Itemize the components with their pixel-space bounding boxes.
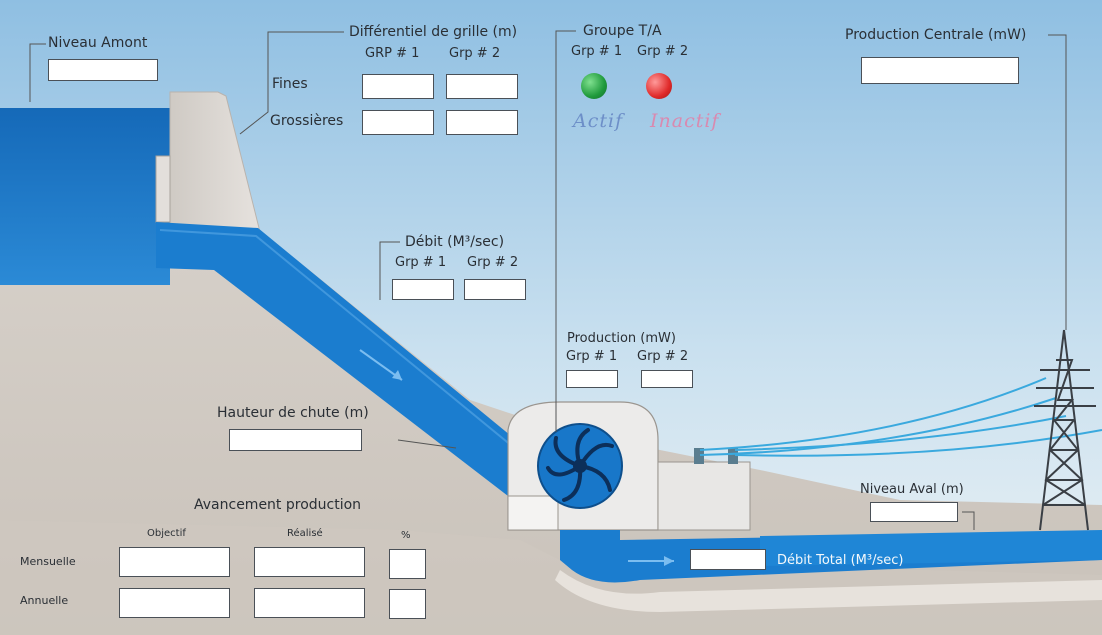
mensuelle-realise-field[interactable] — [254, 547, 365, 577]
grille-col-grp2: Grp # 2 — [449, 46, 501, 61]
debit-title: Débit (M³/sec) — [405, 234, 505, 250]
mensuelle-objectif-field[interactable] — [119, 547, 230, 577]
debit-total-label: Débit Total (M³/sec) — [777, 553, 904, 568]
downstream-river — [760, 530, 1102, 566]
grp1-status-indicator-green — [581, 73, 607, 99]
debit-col-grp2: Grp # 2 — [467, 255, 519, 270]
mensuelle-percent-field[interactable] — [389, 549, 426, 579]
production-grp2-field[interactable] — [641, 370, 693, 388]
leader-grille — [239, 31, 344, 135]
penstock-highlight — [159, 229, 513, 447]
production-centrale-field[interactable] — [861, 57, 1019, 84]
debit-grp2-field[interactable] — [464, 279, 526, 300]
leader-hauteur — [397, 439, 457, 449]
niveau-aval-label: Niveau Aval (m) — [860, 482, 964, 497]
grp2-status-indicator-red — [646, 73, 672, 99]
annuelle-objectif-field[interactable] — [119, 588, 230, 618]
river-bank — [555, 570, 1102, 612]
upstream-lake — [0, 108, 170, 285]
grp1-status-text: Actif — [573, 110, 624, 132]
leader-niveau-amont — [29, 43, 46, 102]
transformer-building — [657, 461, 751, 531]
hauteur-chute-label: Hauteur de chute (m) — [217, 405, 369, 421]
avancement-col-realise: Réalisé — [287, 528, 323, 539]
annuelle-percent-field[interactable] — [389, 589, 426, 619]
debit-col-grp1: Grp # 1 — [395, 255, 447, 270]
grille-fines-grp2-field[interactable] — [446, 74, 518, 99]
debit-grp1-field[interactable] — [392, 279, 454, 300]
avancement-col-percent: % — [401, 530, 411, 541]
leader-debit — [379, 241, 400, 300]
penstock — [156, 222, 560, 496]
avancement-row-annuelle: Annuelle — [20, 594, 69, 607]
hauteur-chute-field[interactable] — [229, 429, 362, 451]
leader-production-centrale — [1048, 34, 1067, 330]
grille-grossieres-grp2-field[interactable] — [446, 110, 518, 135]
niveau-amont-field[interactable] — [48, 59, 158, 81]
powerhouse-base — [507, 495, 559, 531]
groupe-ta-col-grp1: Grp # 1 — [571, 44, 623, 59]
groupe-ta-title: Groupe T/A — [583, 23, 662, 39]
annuelle-realise-field[interactable] — [254, 588, 365, 618]
leader-niveau-aval — [962, 511, 975, 530]
production-centrale-label: Production Centrale (mW) — [845, 27, 1027, 43]
production-grp1-field[interactable] — [566, 370, 618, 388]
pylon — [1034, 329, 1096, 531]
avancement-col-objectif: Objectif — [147, 528, 186, 539]
avancement-title: Avancement production — [194, 497, 362, 513]
grille-title: Différentiel de grille (m) — [349, 24, 518, 40]
production-col-grp2: Grp # 2 — [637, 349, 689, 364]
avancement-row-mensuelle: Mensuelle — [20, 555, 76, 568]
niveau-amont-label: Niveau Amont — [48, 35, 148, 51]
production-title: Production (mW) — [567, 331, 676, 346]
dam-gate — [155, 155, 171, 223]
grille-row-grossieres: Grossières — [270, 113, 344, 129]
grille-col-grp1: GRP # 1 — [365, 46, 420, 61]
debit-total-field[interactable] — [690, 549, 766, 570]
grille-fines-grp1-field[interactable] — [362, 74, 434, 99]
grille-grossieres-grp1-field[interactable] — [362, 110, 434, 135]
production-col-grp1: Grp # 1 — [566, 349, 618, 364]
niveau-aval-field[interactable] — [870, 502, 958, 522]
leader-groupe — [555, 30, 576, 432]
groupe-ta-col-grp2: Grp # 2 — [637, 44, 689, 59]
grille-row-fines: Fines — [272, 76, 308, 92]
grp2-status-text: Inactif — [650, 110, 720, 132]
